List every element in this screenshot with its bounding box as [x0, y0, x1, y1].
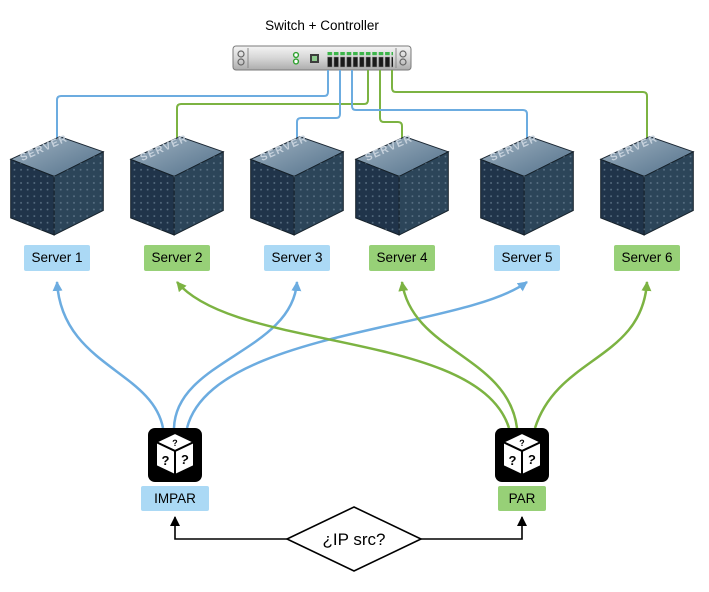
link-switch-server1: [56, 70, 329, 152]
server-cube-icon: [600, 132, 694, 236]
server-node-2: Server 2: [130, 132, 224, 271]
status-led-icon: [292, 58, 300, 65]
flow-par-server4: [398, 281, 519, 429]
decision-label: ¿IP src?: [323, 530, 386, 549]
server-node-4: Server 4: [355, 132, 449, 271]
switch-device-icon: [232, 45, 412, 71]
balancer-label: IMPAR: [154, 491, 196, 506]
server-label: Server 5: [501, 250, 552, 265]
decision-to-par-arrow: [421, 516, 527, 540]
flow-impar-server5: [185, 280, 528, 429]
balancer-label-box: [498, 486, 546, 511]
flow-impar-server1: [52, 281, 165, 429]
server-label: Server 1: [31, 250, 82, 265]
server-label-box: [144, 245, 210, 271]
link-switch-server5: [351, 70, 528, 152]
mount-hole-icon: [399, 58, 407, 66]
link-switch-server4: [379, 70, 403, 152]
balancer-flows: [52, 280, 652, 429]
mount-hole-icon: [237, 50, 245, 58]
switch-title: Switch + Controller: [265, 18, 379, 33]
server-label: Server 3: [271, 250, 322, 265]
switch-port-block: [327, 52, 393, 68]
server-node-1: Server 1: [10, 132, 104, 271]
balancer-par: PAR: [494, 427, 550, 511]
link-switch-server6: [391, 70, 648, 152]
flow-par-server2: [176, 281, 511, 429]
random-dice-icon: [494, 427, 550, 483]
server-label-box: [494, 245, 560, 271]
flow-impar-server3: [172, 281, 302, 429]
decision-diamond: [285, 506, 423, 572]
switch-module-led-icon: [312, 56, 317, 61]
server-label-box: [614, 245, 680, 271]
server-node-6: Server 6: [600, 132, 694, 271]
server-cube-icon: [10, 132, 104, 236]
server-nodes: Server 1 Server 2 Server 3 Server 4 Serv…: [10, 132, 694, 271]
status-led-icon: [292, 51, 300, 59]
mount-hole-icon: [237, 58, 245, 66]
server-label: Server 4: [376, 250, 428, 265]
flow-par-server6: [533, 281, 652, 429]
server-label-box: [369, 245, 435, 271]
mount-hole-icon: [399, 50, 407, 58]
link-switch-server2: [176, 70, 369, 152]
server-label: Server 2: [151, 250, 202, 265]
server-cube-icon: [250, 132, 344, 236]
balancer-impar: IMPAR: [141, 427, 209, 511]
balancer-label-box: [141, 486, 209, 511]
link-switch-server3: [296, 70, 341, 152]
server-label-box: [264, 245, 330, 271]
switch-links: [56, 70, 648, 152]
server-label-box: [24, 245, 90, 271]
decision-to-impar-arrow: [170, 516, 287, 540]
balancer-label: PAR: [509, 491, 536, 506]
server-node-3: Server 3: [250, 132, 344, 271]
server-label: Server 6: [621, 250, 672, 265]
decision-group: ¿IP src?: [170, 506, 527, 572]
server-node-5: Server 5: [480, 132, 574, 271]
server-cube-icon: [355, 132, 449, 236]
random-dice-icon: [147, 427, 203, 483]
server-cube-icon: [480, 132, 574, 236]
server-cube-icon: [130, 132, 224, 236]
